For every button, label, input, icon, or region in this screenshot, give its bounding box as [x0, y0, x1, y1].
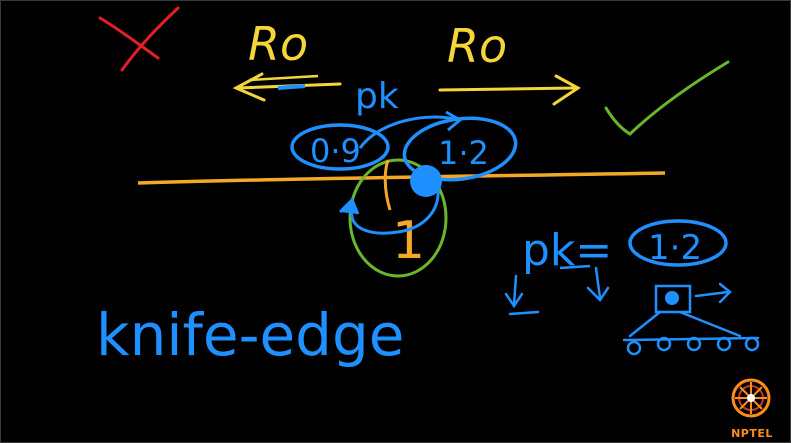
check-mark: [604, 60, 730, 136]
left-curved-arrow: [350, 187, 440, 235]
cross-mark: [98, 6, 180, 72]
right-arrow: [438, 74, 581, 106]
mechanism-sketch: [622, 282, 760, 356]
pivot-stroke: [383, 159, 392, 211]
nptel-logo-text: NPTEL: [731, 427, 773, 440]
top-curved-arrow-head: [445, 110, 463, 132]
pk-equation-value: 1·2: [648, 228, 702, 268]
value-right-label: 1·2: [438, 134, 489, 172]
value-left-label: 0·9: [310, 132, 361, 170]
left-arrow-blue-segment: [277, 84, 306, 90]
r0-underline: [249, 74, 319, 82]
mechanism-dot: [665, 291, 679, 305]
top-curved-arrow: [358, 115, 459, 149]
r0-right-label: Ro: [447, 19, 507, 73]
r0-left-label: Ro: [248, 17, 308, 71]
value-bottom-mark: 1: [392, 211, 425, 271]
green-ellipse: [348, 158, 448, 278]
nptel-logo-icon: [731, 378, 771, 418]
value-bottom-label: 1: [392, 211, 425, 271]
down-arrows: [504, 266, 610, 316]
horizontal-line: [137, 171, 666, 185]
pk-underline: [559, 264, 591, 270]
left-curved-arrow-head: [338, 197, 360, 215]
pk-value-ellipse: [628, 219, 728, 267]
pk-top-label: pk: [355, 76, 399, 117]
knife-edge-label: knife-edge: [96, 301, 405, 369]
pivot-dot: [410, 165, 442, 197]
left-value-ellipse: [290, 123, 390, 171]
